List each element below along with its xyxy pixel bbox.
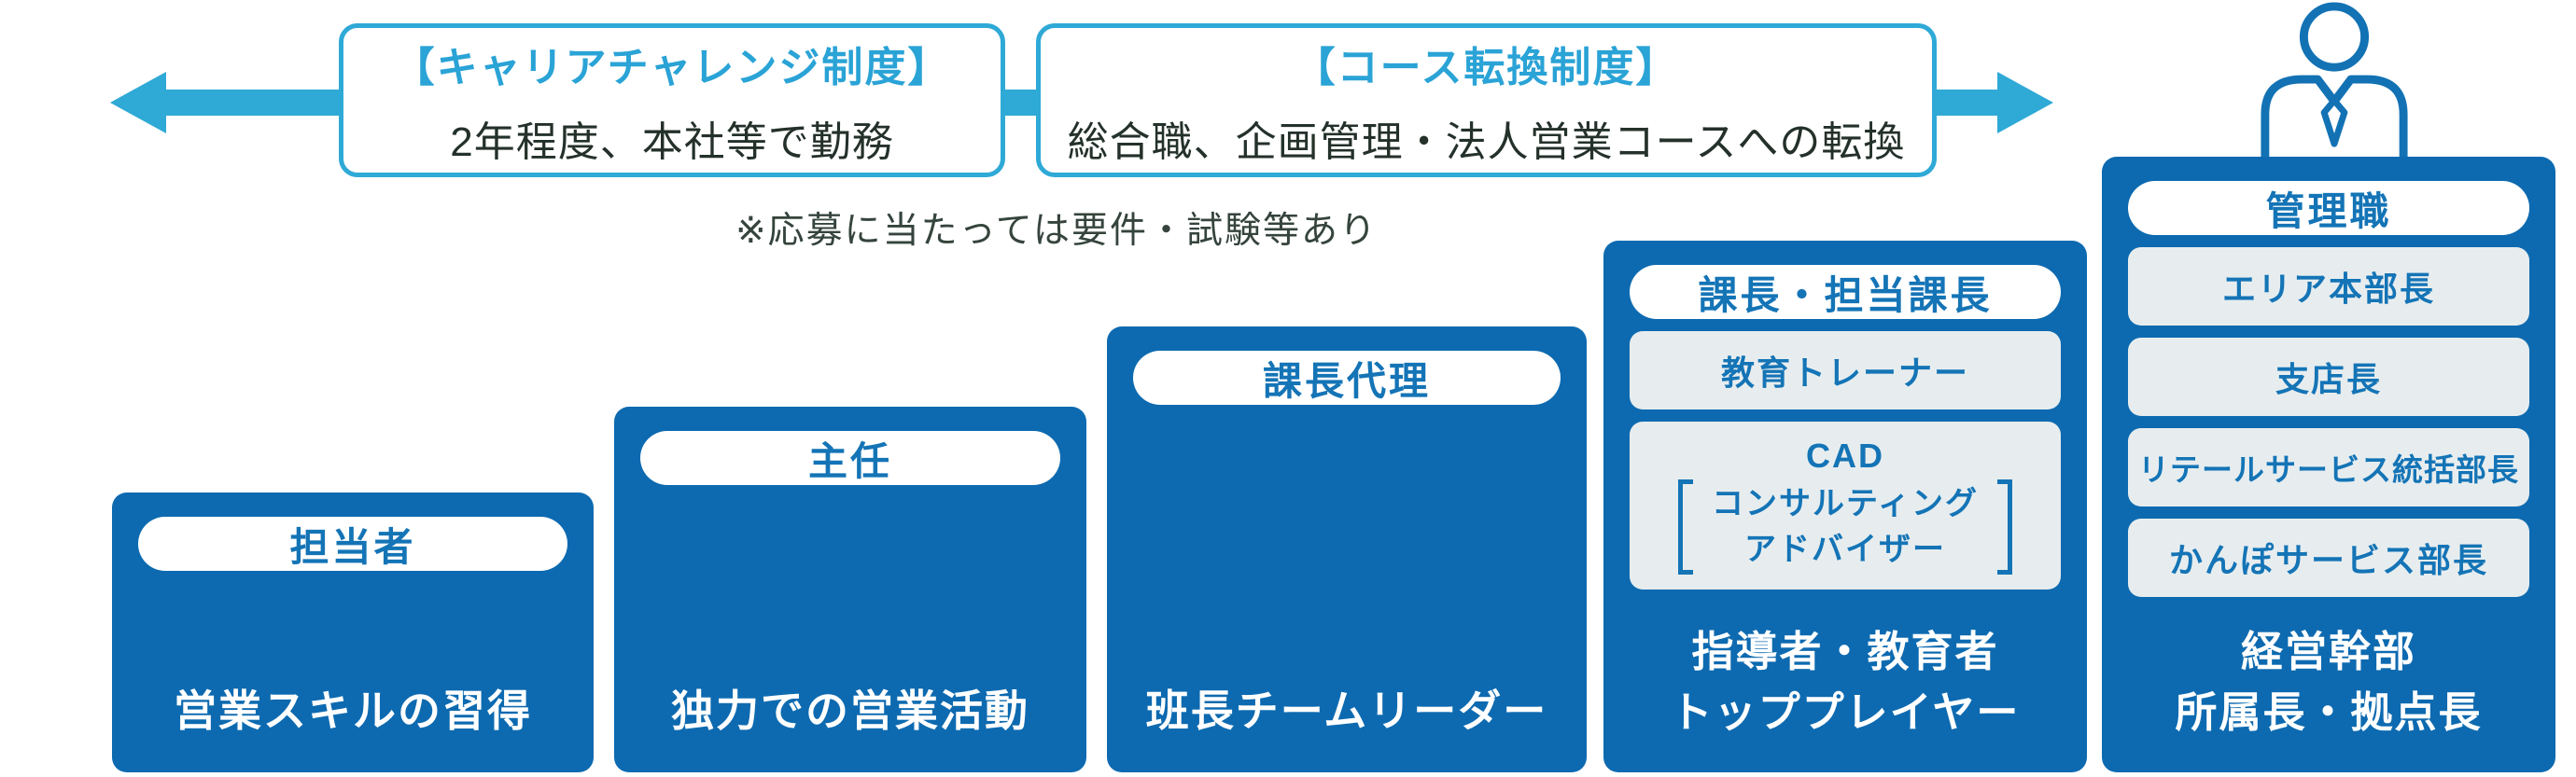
sub-role-kampo-service: かんぽサービス部長	[2128, 519, 2529, 597]
sub-role-kyoiku-trainer: 教育トレーナー	[1630, 331, 2061, 409]
step-tantosha: 担当者 営業スキルの習得	[112, 493, 594, 772]
step-shunin: 主任 独力での営業活動	[614, 407, 1086, 772]
step-description-line: 経営幹部	[2240, 627, 2416, 675]
rank-pill-kacho: 課長・担当課長	[1630, 265, 2061, 319]
application-note: ※応募に当たっては要件・試験等あり	[735, 211, 1378, 251]
career-challenge-box: 【キャリアチャレンジ制度】 2年程度、本社等で勤務	[339, 23, 1005, 177]
bracket-right-icon	[1996, 479, 2012, 575]
bracket-left-icon	[1678, 479, 1694, 575]
step-description: 班長チームリーダー	[1145, 687, 1548, 736]
career-challenge-title: 【キャリアチャレンジ制度】	[393, 44, 951, 90]
step-description: 営業スキルの習得	[174, 687, 532, 736]
sub-role-shitencho: 支店長	[2128, 338, 2529, 416]
sub-role-cad: CAD コンサルティング アドバイザー	[1630, 422, 2061, 590]
rank-pill-shunin: 主任	[640, 431, 1060, 485]
step-kacho-dairi: 課長代理 班長チームリーダー	[1107, 326, 1587, 772]
course-conversion-box: 【コース転換制度】 総合職、企画管理・法人営業コースへの転換	[1036, 23, 1937, 177]
step-description: 指導者・教育者 トッププレイヤー	[1630, 621, 2061, 751]
arrow-right-icon	[1997, 72, 2053, 133]
step-kacho: 課長・担当課長 教育トレーナー CAD コンサルティング アドバイザー 指導者・…	[1603, 241, 2087, 772]
career-challenge-description: 2年程度、本社等で勤務	[450, 118, 894, 165]
step-description: 独力での営業活動	[671, 687, 1029, 736]
rank-pill-kanrishoku: 管理職	[2128, 181, 2529, 235]
arrow-left-icon	[110, 72, 166, 133]
cad-bracket-line: アドバイザー	[1744, 532, 1946, 567]
step-kanrishoku: 管理職 エリア本部長 支店長 リテールサービス統括部長 かんぽサービス部長 経営…	[2102, 157, 2555, 772]
cad-bracket: コンサルティング アドバイザー	[1678, 479, 2012, 575]
course-conversion-description: 総合職、企画管理・法人営業コースへの転換	[1067, 118, 1906, 165]
course-conversion-title: 【コース転換制度】	[1294, 44, 1679, 90]
cad-bracket-line: コンサルティング	[1712, 486, 1979, 522]
cad-label: CAD	[1806, 437, 1884, 476]
businessman-icon	[2261, 2, 2408, 159]
rank-pill-kacho-dairi: 課長代理	[1133, 351, 1561, 405]
sub-role-retail-service: リテールサービス統括部長	[2138, 452, 2519, 487]
sub-role-area-honbucho: エリア本部長	[2128, 247, 2529, 326]
step-description: 経営幹部 所属長・拠点長	[2128, 621, 2529, 751]
rank-pill-tantosha: 担当者	[138, 517, 567, 571]
step-description-line: トッププレイヤー	[1670, 687, 2021, 736]
step-description-line: 所属長・拠点長	[2175, 687, 2483, 736]
step-description-line: 指導者・教育者	[1691, 627, 1999, 675]
